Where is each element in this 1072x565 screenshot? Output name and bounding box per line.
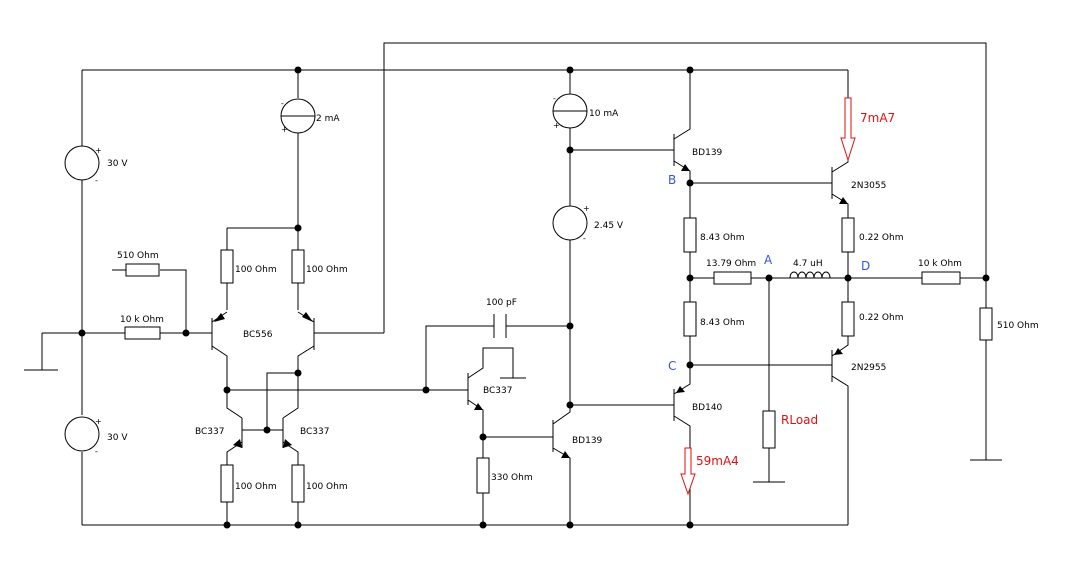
component-bodies [64, 93, 993, 503]
svg-text:-: - [281, 99, 284, 108]
rload-label: RLoad [781, 413, 818, 427]
svg-text:-: - [553, 94, 556, 103]
current-label-top: 7mA7 [860, 111, 895, 125]
resistor-10k-feedback-label: 10 k Ohm [918, 259, 962, 269]
current-label-bottom: 59mA4 [696, 454, 739, 468]
resistor-843-top [683, 217, 697, 253]
resistor-022-top [841, 217, 855, 253]
resistor-510-feedback [979, 307, 993, 341]
resistor-10k-feedback [921, 271, 961, 285]
node-label-b: B [668, 173, 676, 187]
transistor-bc556-label: BC556 [243, 330, 273, 340]
transistor-2n2955-label: 2N2955 [851, 363, 886, 373]
resistor-022-bottom-label: 0.22 Ohm [859, 313, 903, 323]
emitter-arrows [214, 164, 848, 458]
resistor-022-top-label: 0.22 Ohm [859, 233, 903, 243]
voltage-source-bottom [64, 416, 100, 452]
node-labels: A B C D [668, 173, 870, 373]
polarity-marks: + - + - + - - + - + [95, 94, 590, 456]
resistor-022-bottom [841, 301, 855, 337]
resistor-rload [762, 410, 776, 449]
transistor-bd140-driver-label: BD140 [692, 403, 723, 413]
transistor-bd139-vas-label: BD139 [572, 436, 603, 446]
resistor-100-d-label: 100 Ohm [306, 482, 348, 492]
transistor-bc337-right-label: BC337 [300, 427, 329, 437]
resistor-1379-label: 13.79 Ohm [706, 259, 756, 269]
wires [24, 42, 1002, 526]
node-label-d: D [861, 259, 870, 273]
svg-text:-: - [583, 234, 586, 243]
current-source-2ma-label: 2 mA [316, 114, 340, 124]
voltage-source-top-label: 30 V [107, 159, 128, 169]
resistor-330-label: 330 Ohm [491, 473, 533, 483]
svg-text:+: + [281, 125, 288, 134]
resistor-100-b-label: 100 Ohm [306, 265, 348, 275]
resistor-100-a-label: 100 Ohm [235, 265, 277, 275]
resistor-510-input-label: 510 Ohm [117, 251, 159, 261]
resistor-100-b [291, 249, 305, 284]
resistor-10k-input-label: 10 k Ohm [120, 315, 164, 325]
resistor-843-bottom-label: 8.43 Ohm [700, 318, 744, 328]
resistor-843-bottom [683, 301, 697, 337]
transistor-bc337-left-label: BC337 [195, 427, 224, 437]
resistor-100-d [291, 464, 305, 503]
voltage-source-bottom-label: 30 V [107, 433, 128, 443]
resistor-100-c-label: 100 Ohm [235, 482, 277, 492]
resistor-843-top-label: 8.43 Ohm [700, 233, 744, 243]
svg-text:+: + [553, 121, 560, 130]
voltage-source-top [64, 145, 100, 181]
svg-text:-: - [95, 447, 98, 456]
voltage-source-245 [552, 205, 588, 241]
resistor-100-a [220, 249, 234, 284]
svg-text:+: + [95, 146, 102, 155]
current-arrow-top [840, 97, 856, 162]
inductor-label: 4.7 uH [793, 259, 823, 269]
junction-dots [78, 66, 990, 529]
node-label-a: A [764, 253, 773, 267]
current-labels: 7mA7 59mA4 RLoad [696, 111, 895, 468]
resistor-100-c [220, 464, 234, 503]
resistor-510-input [125, 263, 160, 277]
current-source-10ma-label: 10 mA [589, 109, 619, 119]
current-arrow-bottom [680, 447, 696, 496]
transistor-bc337-vas-label: BC337 [483, 386, 512, 396]
component-labels: 30 V 30 V 2 mA 10 mA 2.45 V 510 Ohm 10 k… [107, 109, 1039, 492]
resistor-1379 [713, 271, 752, 285]
resistor-10k-input [124, 326, 161, 340]
svg-text:+: + [95, 417, 102, 426]
capacitor-100pf [493, 314, 507, 338]
resistor-330 [476, 457, 490, 494]
voltage-source-245-label: 2.45 V [594, 221, 624, 231]
svg-text:+: + [583, 204, 590, 213]
transistor-2n3055-label: 2N3055 [851, 181, 886, 191]
capacitor-label: 100 pF [486, 298, 517, 308]
resistor-510-feedback-label: 510 Ohm [997, 321, 1039, 331]
node-label-c: C [668, 359, 676, 373]
inductor-47uh [789, 271, 831, 279]
current-arrows [680, 97, 856, 496]
transistor-bd139-driver-label: BD139 [692, 148, 723, 158]
svg-text:-: - [95, 176, 98, 185]
